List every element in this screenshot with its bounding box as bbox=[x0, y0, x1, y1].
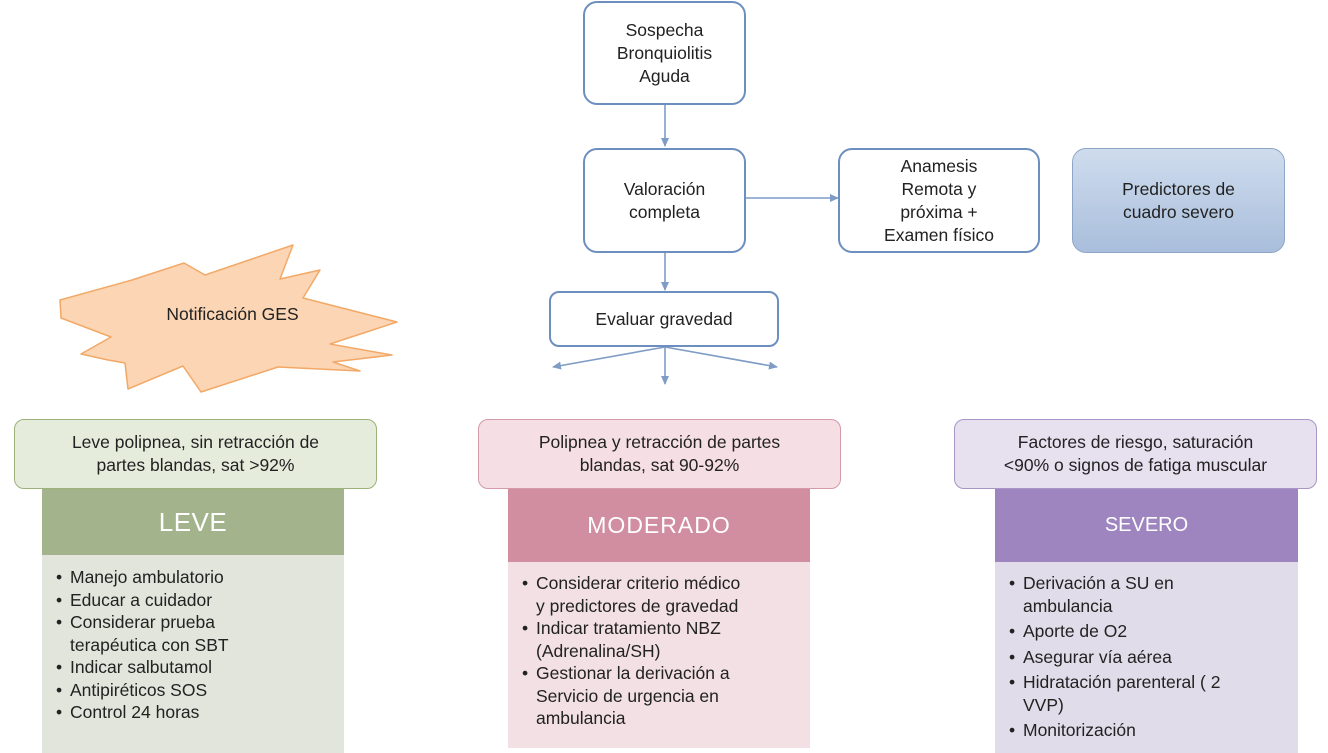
severo-title: SEVERO bbox=[1104, 514, 1189, 536]
leve-actions-list: Manejo ambulatorio Educar a cuidador Con… bbox=[54, 566, 334, 724]
notification-burst-shape bbox=[59, 244, 398, 393]
assessment-box: Valoración completa bbox=[583, 148, 746, 253]
list-item: Control 24 horas bbox=[54, 701, 334, 724]
list-item: Hidratación parenteral ( 2 VVP) bbox=[1007, 671, 1290, 716]
arrow-evaluate-right bbox=[664, 346, 778, 370]
moderado-actions-list: Considerar criterio médico y predictores… bbox=[520, 572, 802, 730]
list-item: Asegurar vía aérea bbox=[1007, 646, 1290, 669]
notification-label: Notificación GES bbox=[166, 303, 299, 324]
leve-title-band: LEVE bbox=[42, 489, 344, 555]
evaluate-severity-box: Evaluar gravedad bbox=[549, 291, 779, 347]
moderado-criteria-box: Polipnea y retracción de partes blandas,… bbox=[478, 419, 841, 489]
severo-actions-list: Derivación a SU en ambulancia Aporte de … bbox=[1007, 572, 1290, 742]
list-item: Gestionar la derivación a Servicio de ur… bbox=[520, 662, 802, 730]
severo-title-band: SEVERO bbox=[995, 489, 1298, 562]
history-box: Anamesis Remota y próxima + Examen físic… bbox=[838, 148, 1040, 253]
predictors-box: Predictores de cuadro severo bbox=[1072, 148, 1285, 253]
leve-title: LEVE bbox=[158, 506, 228, 537]
list-item: Indicar salbutamol bbox=[54, 656, 334, 679]
list-item: Indicar tratamiento NBZ (Adrenalina/SH) bbox=[520, 617, 802, 662]
moderado-actions-panel: Considerar criterio médico y predictores… bbox=[508, 562, 810, 748]
severo-actions-panel: Derivación a SU en ambulancia Aporte de … bbox=[995, 562, 1298, 753]
list-item: Derivación a SU en ambulancia bbox=[1007, 572, 1290, 617]
list-item: Monitorización bbox=[1007, 719, 1290, 742]
list-item: Educar a cuidador bbox=[54, 589, 334, 612]
suspect-box: Sospecha Bronquiolitis Aguda bbox=[583, 1, 746, 105]
list-item: Aporte de O2 bbox=[1007, 620, 1290, 643]
leve-actions-panel: Manejo ambulatorio Educar a cuidador Con… bbox=[42, 555, 344, 753]
list-item: Manejo ambulatorio bbox=[54, 566, 334, 589]
list-item: Considerar prueba terapéutica con SBT bbox=[54, 611, 334, 656]
leve-criteria-box: Leve polipnea, sin retracción de partes … bbox=[14, 419, 377, 489]
arrow-evaluate-left bbox=[552, 346, 666, 370]
moderado-title: MODERADO bbox=[587, 512, 731, 538]
severo-criteria-box: Factores de riesgo, saturación <90% o si… bbox=[954, 419, 1317, 489]
moderado-title-band: MODERADO bbox=[508, 489, 810, 562]
list-item: Considerar criterio médico y predictores… bbox=[520, 572, 802, 617]
list-item: Antipiréticos SOS bbox=[54, 679, 334, 702]
